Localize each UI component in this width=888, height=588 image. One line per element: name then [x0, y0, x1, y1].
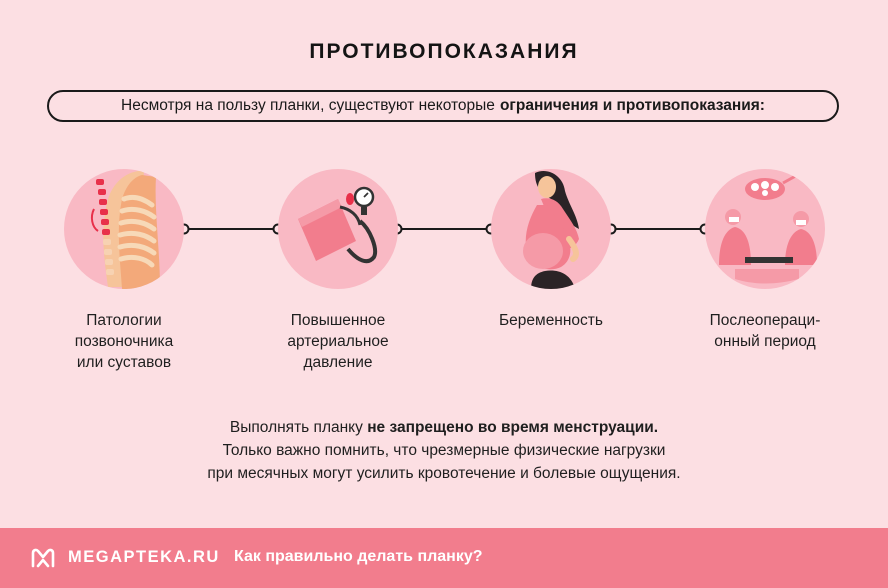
- item-circle-spine: [64, 169, 184, 289]
- label-line: позвоночника: [74, 333, 174, 350]
- label-line: онный период: [714, 333, 816, 350]
- label-line: Патологии: [86, 312, 162, 329]
- item-circle-surgery: [705, 169, 825, 289]
- item-label-pressure: Повышенное артериальное давление: [248, 310, 428, 373]
- item-label-pregnancy: Беременность: [461, 310, 641, 331]
- blood-pressure-monitor-icon: [298, 186, 377, 264]
- item-label-spine: Патологии позвоночника или суставов: [34, 310, 214, 373]
- menstruation-note: Выполнять планку не запрещено во время м…: [0, 416, 888, 485]
- note-line-1: Выполнять планку не запрещено во время м…: [0, 416, 888, 439]
- pregnant-woman-icon: [523, 171, 579, 289]
- label-line: давление: [303, 354, 373, 371]
- item-label-surgery: Послеопераци- онный период: [675, 310, 855, 352]
- intro-banner-bold: ограничения и противопоказания:: [499, 97, 765, 114]
- label-line: или суставов: [76, 354, 172, 371]
- intro-banner: Несмотря на пользу планки, существуют не…: [47, 90, 839, 122]
- footer-bar: MEGAPTEKA.RU Как правильно делать планку…: [0, 528, 888, 588]
- plank-howto-link[interactable]: Как правильно делать планку?: [234, 548, 483, 565]
- item-circle-pregnancy: [491, 169, 611, 289]
- label-line: Беременность: [499, 312, 603, 329]
- note-line-2: Только важно помнить, что чрезмерные физ…: [222, 442, 666, 459]
- surgery-team-icon: [719, 171, 817, 284]
- megapteka-logo-icon: [31, 548, 55, 568]
- spine-icon: [90, 171, 160, 289]
- brand-name[interactable]: MEGAPTEKA.RU: [68, 548, 220, 566]
- item-circle-pressure: [278, 169, 398, 289]
- note-prefix: Выполнять планку: [229, 419, 368, 436]
- note-line-3: при месячных могут усилить кровотечение …: [207, 465, 681, 482]
- intro-banner-text: Несмотря на пользу планки, существуют не…: [121, 97, 495, 114]
- label-line: Повышенное: [290, 312, 386, 329]
- note-bold: не запрещено во время менструации.: [367, 419, 659, 436]
- page-title: ПРОТИВОПОКАЗАНИЯ: [309, 40, 579, 63]
- label-line: Послеопераци-: [709, 312, 821, 329]
- label-line: артериальное: [287, 333, 389, 350]
